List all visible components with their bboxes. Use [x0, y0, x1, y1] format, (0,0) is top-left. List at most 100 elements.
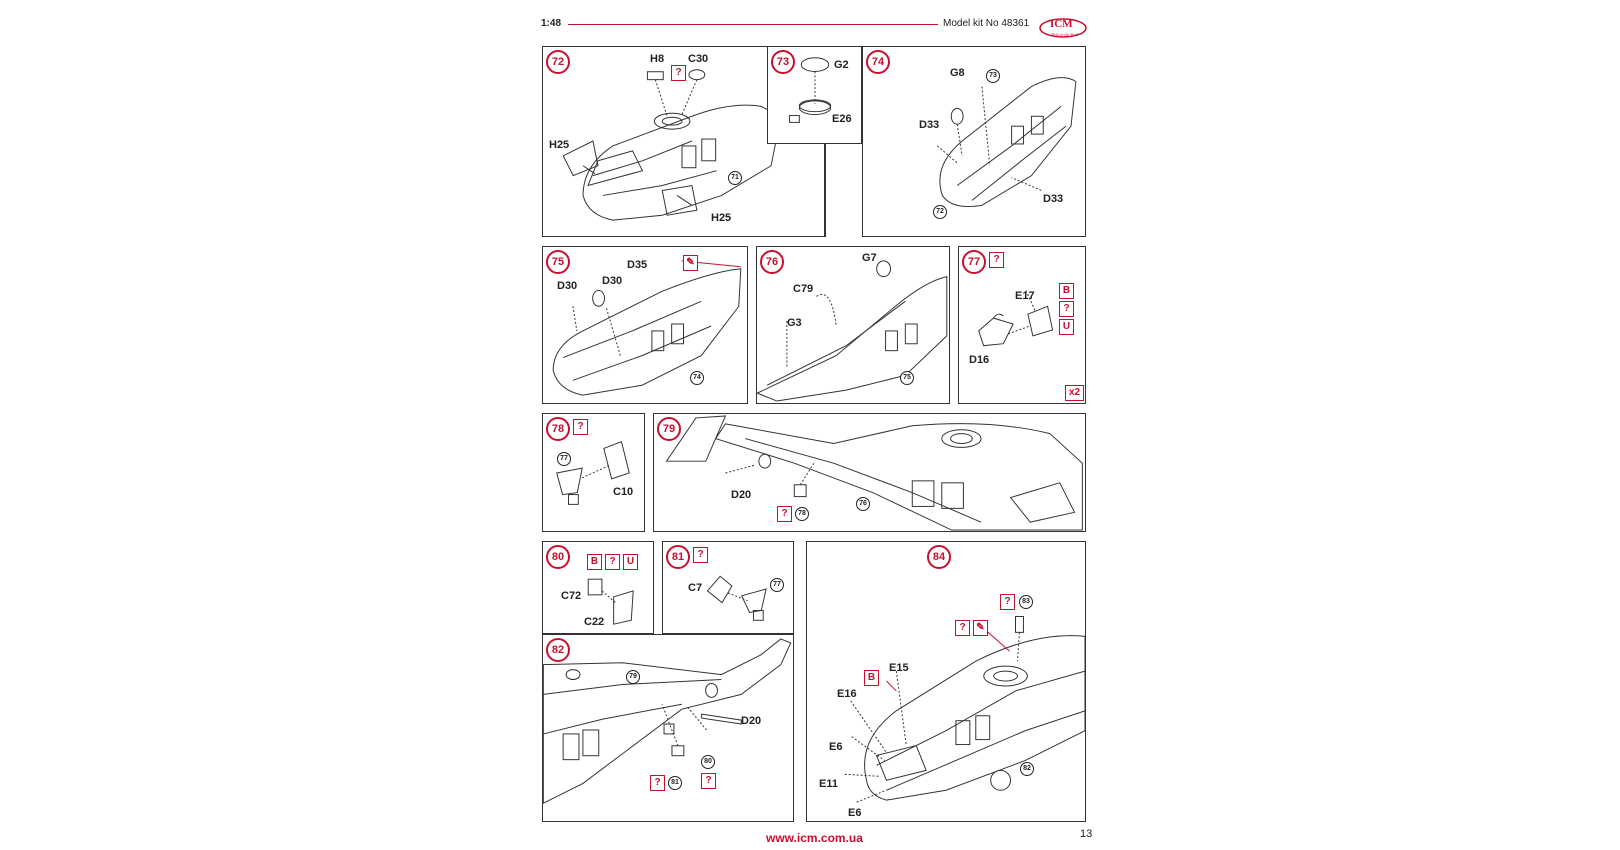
panel-step-84: 84 E15 E16 E6 E11 E6 ? ? ✎ B 83 82: [806, 541, 1086, 822]
step-reference: 81: [668, 776, 682, 790]
paint-icon: ✎: [683, 255, 698, 271]
helicopter-drawing: [757, 260, 948, 402]
step-number: 75: [546, 250, 570, 274]
step-number: 79: [657, 417, 681, 441]
step-reference: 77: [770, 578, 784, 592]
step-reference: 74: [690, 371, 704, 385]
panel-step-76: 76 G7 C79 G3 75: [756, 246, 950, 404]
footer-url[interactable]: www.icm.com.ua: [766, 831, 863, 845]
color-code-box: B: [587, 554, 602, 570]
step-reference: 83: [1019, 595, 1033, 609]
part-label: E16: [837, 688, 857, 700]
connector-line: [826, 143, 863, 144]
part-label: H25: [711, 212, 732, 224]
color-code-box: B: [1059, 283, 1074, 299]
quantity-box: x2: [1065, 385, 1084, 401]
step-number: 76: [760, 250, 784, 274]
color-code-box: ?: [650, 775, 665, 791]
step-number: 72: [546, 50, 570, 74]
helicopter-drawing: [844, 615, 1085, 803]
color-code-box: ?: [1059, 301, 1074, 317]
color-code-box: U: [1059, 319, 1074, 335]
color-code-box: ?: [701, 773, 716, 789]
color-code-box: B: [864, 670, 879, 686]
part-label: C30: [688, 53, 709, 65]
color-code-box: ?: [1000, 594, 1015, 610]
part-label: E6: [848, 807, 862, 819]
connector-line: [825, 143, 826, 237]
part-label: G3: [787, 317, 802, 329]
part-label: C79: [793, 283, 814, 295]
step-reference: 78: [795, 507, 809, 521]
step-reference: 79: [626, 670, 640, 684]
panel-step-75: 75 ✎ D35 D30 D30 74: [542, 246, 748, 404]
part-label: G2: [834, 59, 849, 71]
part-label: G7: [862, 252, 877, 264]
panel-step-77: 77 ? E17 D16 B ? U x2: [958, 246, 1086, 404]
color-code-box: ?: [693, 547, 708, 563]
part-label: D33: [1043, 193, 1064, 205]
part-label: H8: [650, 53, 665, 65]
paint-icon: ✎: [973, 620, 988, 636]
part-label: C7: [688, 582, 703, 594]
step-reference: 82: [1020, 762, 1034, 776]
step-reference: 71: [728, 171, 742, 185]
step-number: 74: [866, 50, 890, 74]
part-label: D20: [731, 489, 752, 501]
panel-step-82: 82 D20 79 80 81 ? ?: [542, 634, 794, 822]
panel-step-73: 73 G2 E26: [767, 46, 862, 144]
kit-number: Model kit No 48361: [943, 18, 1030, 29]
color-code-box: ?: [777, 506, 792, 522]
part-label: D30: [602, 275, 623, 287]
panel-step-80: 80 B ? U C72 C22: [542, 541, 654, 634]
panel-step-79: 79 D20 ? 78 76: [653, 413, 1086, 532]
part-label: C10: [613, 486, 634, 498]
header-rule: [568, 24, 938, 25]
part-drawing: [706, 575, 767, 621]
panel-step-78: 78 ? C10 77: [542, 413, 645, 532]
scale-label: 1:48: [541, 18, 562, 29]
part-label: D16: [969, 354, 990, 366]
part-label: D33: [919, 119, 940, 131]
step-number: 84: [927, 545, 951, 569]
page-number: 13: [1080, 828, 1093, 840]
helicopter-drawing: [562, 69, 782, 221]
part-label: C22: [584, 616, 605, 628]
part-label: E11: [819, 778, 838, 790]
helicopter-drawing: [937, 77, 1077, 208]
icm-logo: ICM Mole in the Shed: [1038, 14, 1088, 40]
step-number: 80: [546, 545, 570, 569]
color-code-box: ?: [955, 620, 970, 636]
helicopter-drawing: [665, 415, 1083, 531]
step-number: 78: [546, 417, 570, 441]
part-label: D35: [627, 259, 648, 271]
part-label: D30: [557, 280, 578, 292]
part-drawing: [978, 290, 1054, 347]
part-label: E15: [889, 662, 909, 674]
step-number: 77: [962, 250, 986, 274]
part-drawing: [789, 57, 832, 123]
part-label: E6: [829, 741, 843, 753]
color-code-box: ?: [573, 419, 588, 435]
part-label: D20: [741, 715, 762, 727]
color-code-box: ?: [671, 65, 686, 81]
logo-text: ICM: [1050, 18, 1073, 30]
color-code-box: ?: [989, 252, 1004, 268]
step-reference: 77: [557, 452, 571, 466]
part-label: C72: [561, 590, 582, 602]
step-reference: 80: [701, 755, 715, 769]
helicopter-drawing: [543, 638, 792, 804]
color-code-box: ?: [605, 554, 620, 570]
part-label: E26: [832, 113, 852, 125]
step-number: 82: [546, 638, 570, 662]
step-number: 81: [666, 545, 690, 569]
part-drawing: [587, 578, 634, 625]
step-reference: 73: [986, 69, 1000, 83]
panel-step-81: 81 ? C7 77: [662, 541, 794, 634]
part-drawing: [556, 440, 630, 505]
part-label: H25: [549, 139, 570, 151]
part-label: E17: [1015, 290, 1035, 302]
step-number: 73: [771, 50, 795, 74]
logo-tagline: Mole in the Shed: [1050, 32, 1079, 37]
part-label: G8: [950, 67, 965, 79]
